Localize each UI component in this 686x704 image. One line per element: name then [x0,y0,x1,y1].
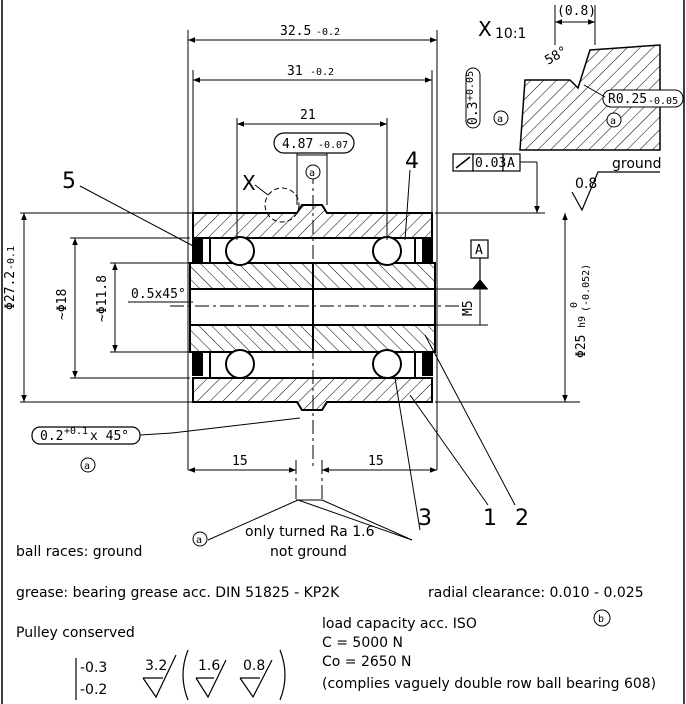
thread-label: M5 [461,300,476,316]
svg-text:a: a [497,114,503,125]
note-radial-clearance: radial clearance: 0.010 - 0.025 [428,585,644,601]
svg-text:3.2: 3.2 [145,658,167,674]
svg-text:0.03: 0.03 [475,156,506,171]
part-3: 3 [418,506,432,531]
ball-bottom-left [225,349,255,379]
svg-text:a: a [196,535,202,546]
svg-text:0.3: 0.3 [466,102,481,125]
svg-text:-0.05: -0.05 [648,96,678,107]
half-left-value: 15 [232,454,248,469]
datum-label: A [475,243,483,258]
ball-bottom-right [372,349,402,379]
svg-text:a: a [309,168,315,179]
ground-surface-symbol [571,171,660,212]
groove-width-value: 4.87 [282,137,313,152]
part-5: 5 [62,169,76,194]
svg-text:-0.2: -0.2 [80,682,107,698]
detail-x-view: X 10:1 (0.8) 58° 0.3 +0.05 a R0.25 -0.05… [465,4,684,151]
svg-text:+0.1: +0.1 [64,426,88,437]
ball-top-right [372,236,402,266]
edge-chamfer-frame [31,426,141,445]
overall-length-tol: -0.2 [316,27,340,38]
svg-text:-0.3: -0.3 [80,660,107,676]
surface-symbols [142,649,286,701]
svg-text:0.2: 0.2 [40,429,63,444]
svg-text:R0.25: R0.25 [608,92,647,107]
note-ball-races: ball races: ground [16,544,142,560]
note-load-title: load capacity acc. ISO [322,616,477,632]
svg-text:a: a [84,461,90,472]
detail-x-callout [264,187,300,223]
inner-length-value: 31 [287,64,303,79]
ball-top-left [225,236,255,266]
outer-diameter-value: Φ27.2 [3,271,18,310]
ball-spacing-value: 21 [300,108,316,123]
svg-text:(0.8): (0.8) [557,4,596,19]
svg-text:X: X [478,17,492,41]
svg-text:0.8: 0.8 [243,658,265,674]
ground-label: ground [612,156,662,172]
svg-text:10:1: 10:1 [495,26,526,42]
svg-text:a: a [610,116,616,127]
bearing-fit-upper: 0 [569,302,580,308]
note-pulley: Pulley conserved [16,625,135,641]
tolerance-frame: 0.03 A [452,153,540,213]
svg-text:1.6: 1.6 [198,658,220,674]
note-load-co: Co = 2650 N [322,654,412,670]
part-4: 4 [405,149,419,174]
note-grease: grease: bearing grease acc. DIN 51825 - … [16,585,340,601]
part-1: 1 [483,506,497,531]
outer-diameter-tol: -0.1 [6,246,17,270]
inner-diameter-value: ~Φ11.8 [95,275,110,322]
detail-x-label: X [242,171,256,195]
ground-value: 0.8 [575,176,597,192]
groove-width-tol: -0.07 [318,140,348,151]
bearing-fit: h9 [577,316,588,328]
note-load-c: C = 5000 N [322,635,403,651]
bearing-diameter-value: Φ25 [574,335,589,358]
overall-length-value: 32.5 [280,24,311,39]
part-2: 2 [515,506,529,531]
svg-text:b: b [598,614,604,625]
pitch-diameter-value: ~Φ18 [55,289,70,320]
bearing-fit-lower: (-0.052) [581,264,592,312]
inner-length-tol: -0.2 [310,67,334,78]
groove-width-frame [273,132,355,154]
half-right-value: 15 [368,454,384,469]
outer-ring-bottom [192,377,433,411]
svg-text:+0.05: +0.05 [465,71,476,101]
turned-note-1: only turned Ra 1.6 [245,524,375,540]
turned-note-2: not ground [270,544,347,560]
note-load-compat: (complies vaguely double row ball bearin… [322,676,656,692]
svg-text:x 45°: x 45° [90,429,129,444]
svg-text:58°: 58° [543,44,571,69]
svg-text:A: A [507,156,515,171]
bore-chamfer: 0.5x45° [131,287,186,302]
